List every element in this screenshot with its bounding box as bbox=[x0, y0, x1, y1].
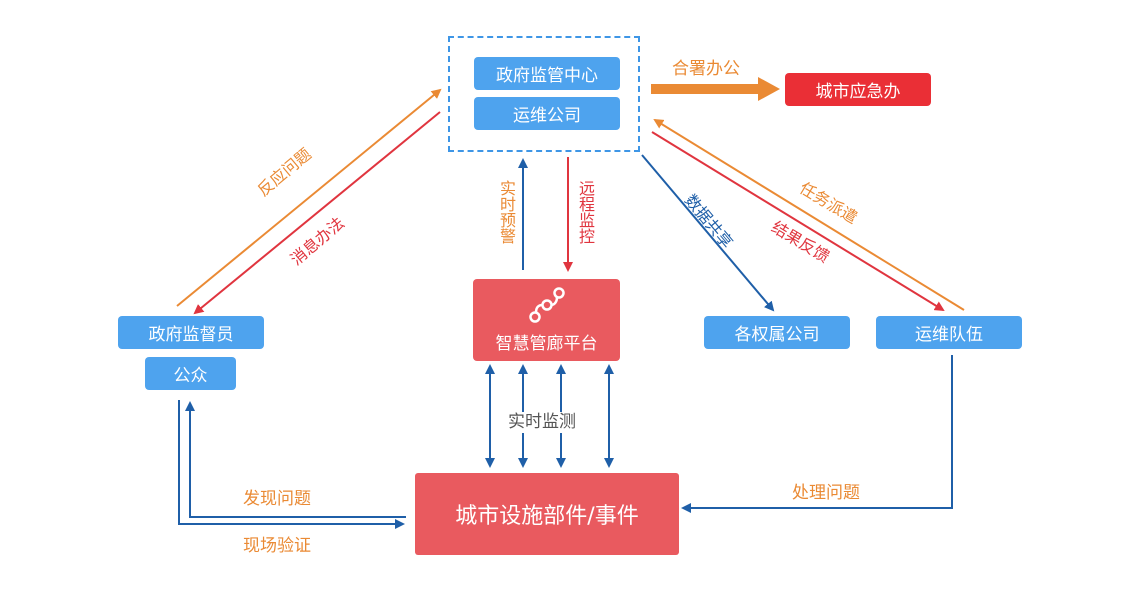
handle-issue-label: 处理问题 bbox=[792, 483, 860, 503]
report-issue-arrow bbox=[176, 88, 442, 307]
city-emergency-node[interactable]: 城市应急办 bbox=[785, 73, 931, 106]
field-verify-arrow bbox=[178, 400, 405, 529]
result-feedback-arrow bbox=[651, 131, 945, 312]
realtime-warning-label: 实时预警 bbox=[497, 180, 516, 244]
platform-node[interactable]: 智慧管廊平台 bbox=[473, 279, 620, 361]
find-issue-arrow bbox=[185, 401, 406, 518]
facility-node[interactable]: 城市设施部件/事件 bbox=[415, 473, 679, 555]
ops-company-node[interactable]: 运维公司 bbox=[474, 97, 620, 130]
realtime-monitor-label: 实时监测 bbox=[508, 412, 576, 433]
gov-supervisor-node[interactable]: 政府监督员 bbox=[118, 316, 264, 349]
joint-office-label: 合署办公 bbox=[672, 59, 740, 79]
handle-msg-arrow bbox=[193, 111, 441, 315]
platform-label: 智慧管廊平台 bbox=[495, 334, 598, 354]
affiliates-node[interactable]: 各权属公司 bbox=[704, 316, 850, 349]
handle-issue-arrow bbox=[681, 355, 953, 513]
ops-team-node[interactable]: 运维队伍 bbox=[876, 316, 1022, 349]
supervision-group bbox=[448, 36, 640, 152]
find-issue-label: 发现问题 bbox=[243, 489, 311, 509]
joint-office-arrow bbox=[651, 77, 780, 101]
task-dispatch-arrow bbox=[653, 118, 965, 311]
gov-center-node[interactable]: 政府监管中心 bbox=[474, 57, 620, 90]
public-node[interactable]: 公众 bbox=[145, 357, 236, 390]
pipeline-node-icon bbox=[528, 287, 565, 323]
remote-monitor-label: 远程监控 bbox=[576, 180, 595, 244]
data-share-arrow bbox=[641, 154, 775, 312]
field-verify-label: 现场验证 bbox=[243, 536, 311, 556]
